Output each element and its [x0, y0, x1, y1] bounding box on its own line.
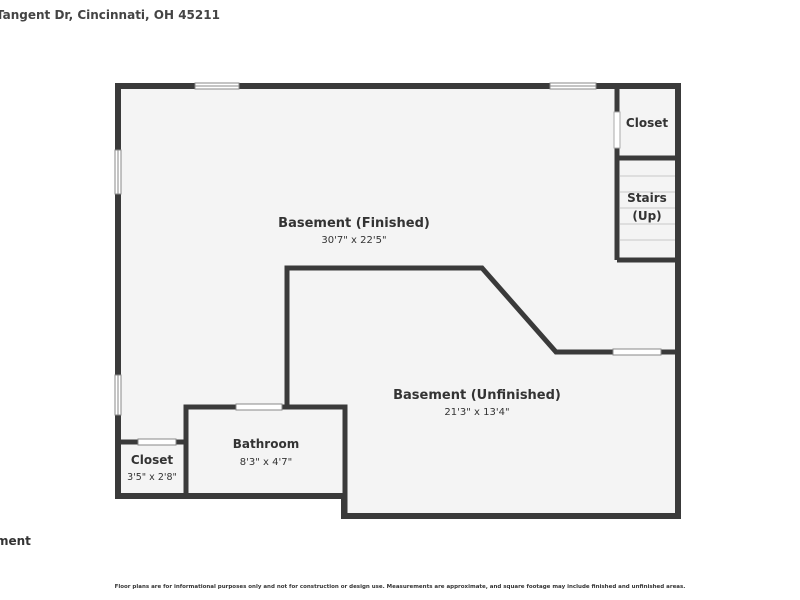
room-name-closet-top: Closet	[626, 116, 668, 130]
door-opening-closet-top	[613, 111, 621, 149]
disclaimer-text: Floor plans are for informational purpos…	[114, 584, 686, 590]
room-dims-basement-unfinished: 21'3" x 13'4"	[444, 407, 509, 418]
door-opening-bathroom	[235, 403, 283, 411]
door-opening-closet-bottom	[137, 438, 177, 446]
floor-area	[118, 86, 678, 516]
room-name-bathroom: Bathroom	[233, 437, 299, 451]
room-name-basement-unfinished: Basement (Unfinished)	[393, 388, 561, 403]
room-name-stairs-line1: Stairs	[627, 191, 667, 205]
room-name-basement-finished: Basement (Finished)	[278, 216, 430, 231]
door-opening-unfinished	[612, 348, 662, 356]
room-name-stairs-line2: (Up)	[632, 209, 661, 223]
floor-label: ment	[0, 534, 31, 548]
room-dims-basement-finished: 30'7" x 22'5"	[321, 235, 386, 246]
room-name-closet-bottom: Closet	[131, 453, 173, 467]
property-address: Tangent Dr, Cincinnati, OH 45211	[0, 8, 220, 22]
room-dims-closet-bottom: 3'5" x 2'8"	[127, 472, 177, 483]
stair-treads	[620, 175, 675, 241]
unfinished-basement-wall	[284, 265, 678, 407]
windows	[114, 82, 662, 446]
room-dims-bathroom: 8'3" x 4'7"	[240, 457, 292, 468]
